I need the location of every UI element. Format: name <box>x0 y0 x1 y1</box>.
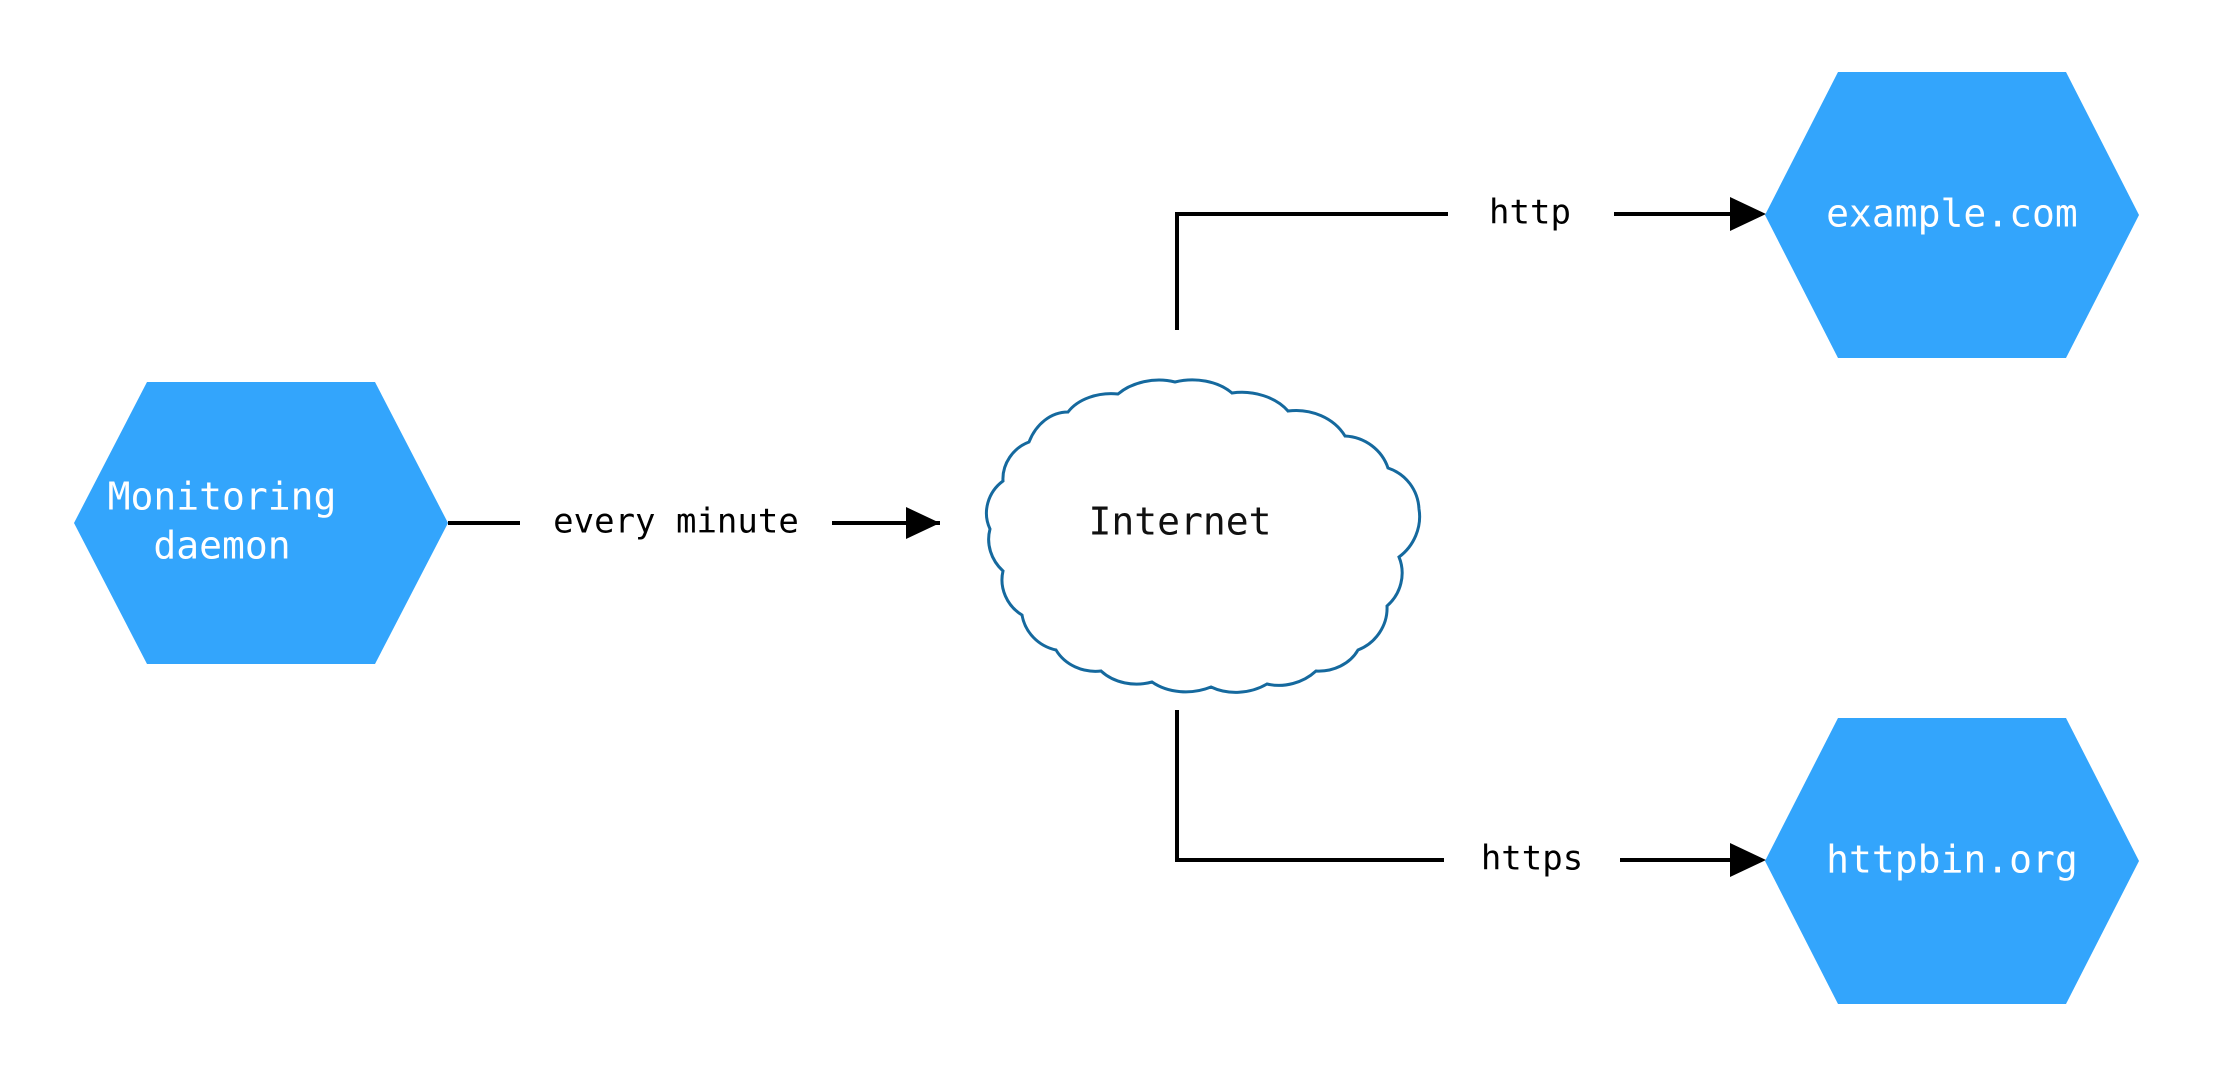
edge-label-every-minute: every minute <box>553 502 799 542</box>
arrow-head-icon <box>1730 843 1766 877</box>
node-label-monitoring-daemon-line2: daemon <box>153 524 290 568</box>
node-label-internet: Internet <box>1088 500 1271 544</box>
node-internet[interactable]: Internet <box>985 378 1422 694</box>
hexagon-shape <box>74 382 448 664</box>
edge-path-https <box>1175 710 1444 862</box>
arrow-head-icon <box>906 507 940 539</box>
node-example-com[interactable]: example.com <box>1765 72 2139 358</box>
hexagon-shape <box>1765 718 2139 1004</box>
edge-internet-to-httpbin[interactable]: https <box>1175 710 1766 879</box>
arrow-head-icon <box>1730 197 1766 231</box>
edge-label-http: http <box>1489 193 1571 233</box>
edge-daemon-to-internet[interactable]: every minute <box>448 502 940 542</box>
cloud-shape <box>985 378 1422 694</box>
node-label-example-com: example.com <box>1826 192 2078 236</box>
edge-internet-to-example[interactable]: http <box>1175 193 1766 331</box>
node-httpbin-org[interactable]: httpbin.org <box>1765 718 2139 1004</box>
node-monitoring-daemon[interactable]: Monitoring daemon <box>74 382 448 664</box>
node-label-monitoring-daemon-line1: Monitoring <box>108 475 337 519</box>
hexagon-shape <box>1765 72 2139 358</box>
edge-label-https: https <box>1481 839 1583 879</box>
node-label-httpbin-org: httpbin.org <box>1826 838 2078 882</box>
edge-path-http <box>1175 212 1448 330</box>
